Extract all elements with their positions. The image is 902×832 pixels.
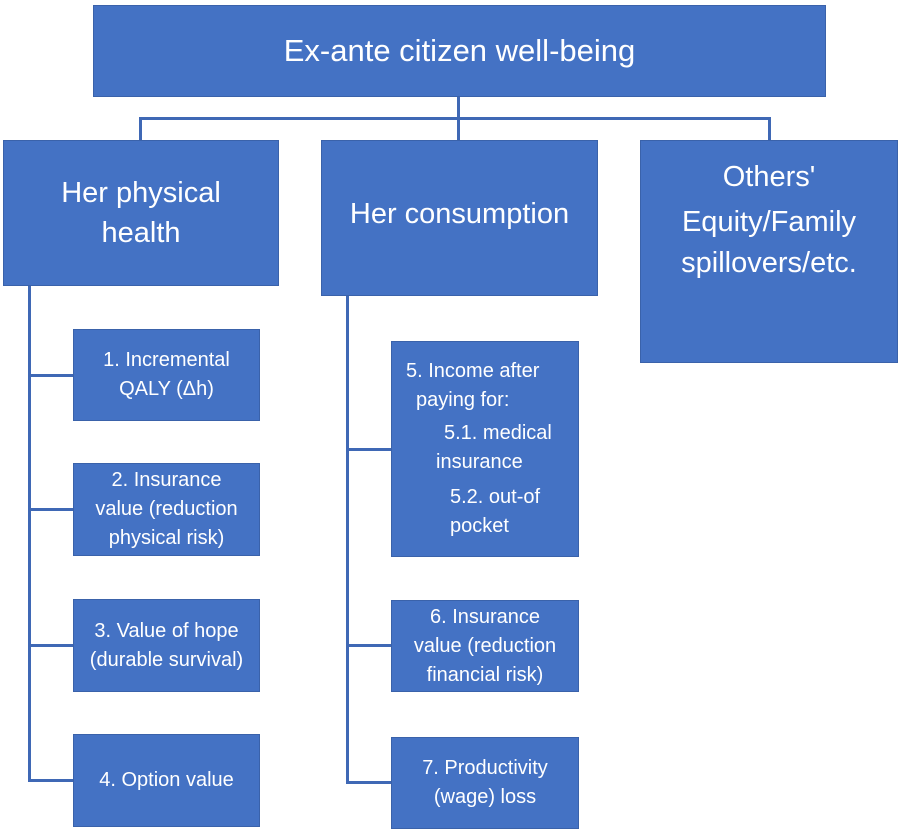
health-branch-2 [28,508,74,511]
health-item-1: 1. Incremental QALY (Δh) [73,329,260,421]
consumption-branch-7 [346,781,392,784]
category-others: Others' Equity/Family spillovers/etc. [640,140,898,363]
health-branch-3 [28,644,74,647]
category-health-line1: Her physical [61,176,221,209]
category-consumption: Her consumption [321,140,598,296]
consumption-item-5-line2: paying for: [416,389,510,411]
health-item-4: 4. Option value [73,734,260,827]
root-label: Ex-ante citizen well-being [283,33,636,68]
root-connector-horizontal [139,117,771,120]
consumption-item-7: 7. Productivity (wage) loss [391,737,579,829]
consumption-item-5-line1: 5. Income after [406,360,540,382]
root-node: Ex-ante citizen well-being [93,5,826,97]
consumption-item-6: 6. Insurance value (reduction financial … [391,600,579,692]
health-branch-1 [28,374,74,377]
connector-to-others [768,117,771,141]
consumption-item-7-line1: 7. Productivity [422,757,548,779]
health-item-1-line2: QALY (Δh) [119,378,214,400]
category-others-line3: spillovers/etc. [681,247,857,280]
consumption-item-5-line4: insurance [436,451,523,473]
health-item-2-line2: value (reduction [95,498,238,520]
consumption-branch-6 [346,644,392,647]
category-health: Her physical health [3,140,279,286]
connector-to-health [139,117,142,141]
consumption-item-5: 5. Income after paying for: 5.1. medical… [391,341,579,557]
category-health-line2: health [101,217,181,249]
category-others-line2: Equity/Family [681,206,857,239]
root-connector-vertical [457,96,460,118]
consumption-branch-5 [346,448,392,451]
health-item-3-line2: (durable survival) [89,648,244,671]
consumption-spine [346,296,349,784]
consumption-item-7-line2: (wage) loss [433,786,537,808]
health-item-1-line1: 1. Incremental [103,349,230,371]
consumption-item-6-line1: 6. Insurance [429,605,541,628]
consumption-item-5-line3: 5.1. medical [444,422,552,444]
health-spine [28,285,31,782]
category-consumption-label: Her consumption [349,198,570,230]
health-item-3-line1: 3. Value of hope [94,619,239,642]
consumption-item-5-line5: 5.2. out-of [450,486,541,508]
consumption-item-6-line2: value (reduction [413,634,557,657]
health-item-2-line3: physical risk) [108,527,225,549]
health-branch-4 [28,779,74,782]
health-item-4-line1: 4. Option value [99,769,234,791]
consumption-item-5-line6: pocket [450,515,509,537]
consumption-item-6-line3: financial risk) [426,663,544,686]
category-others-line1: Others' [722,161,816,193]
health-item-3: 3. Value of hope (durable survival) [73,599,260,692]
health-item-2-line1: 2. Insurance [111,469,222,491]
connector-to-consumption [457,117,460,141]
health-item-2: 2. Insurance value (reduction physical r… [73,463,260,556]
